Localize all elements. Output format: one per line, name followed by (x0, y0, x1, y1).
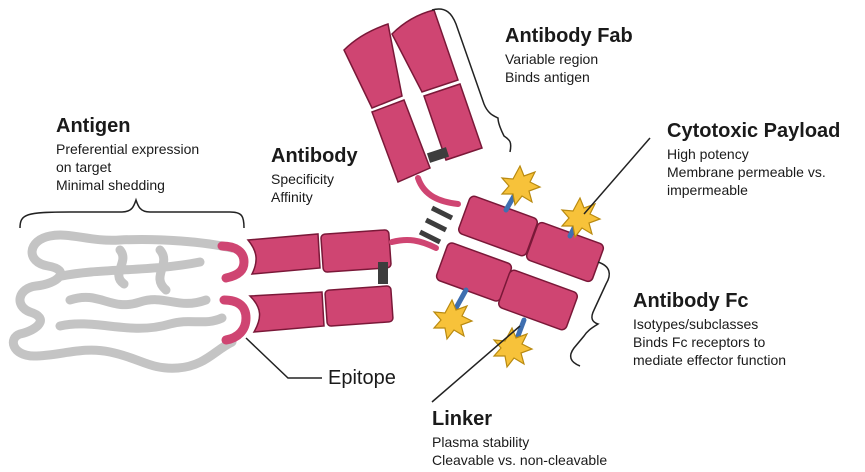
fc-line-1: Isotypes/subclasses (633, 316, 759, 332)
payload-leader (583, 137, 651, 215)
epitope-leader (245, 337, 322, 379)
linker-line-2: Cleavable vs. non-cleavable (432, 452, 608, 468)
left-fab-domain-4 (324, 285, 394, 327)
antibody-label: Antibody Specificity Affinity (271, 144, 358, 206)
fc-lower-domain-2 (497, 269, 579, 331)
linker-line-1: Plasma stability (432, 434, 530, 450)
hinge-top (415, 175, 461, 207)
left-fab-domain-1 (246, 233, 321, 275)
fab-bracket (431, 8, 512, 153)
antibody-line-1: Specificity (271, 171, 335, 187)
fc-upper-domain-2 (525, 221, 605, 283)
top-fab-domain-3 (391, 9, 459, 93)
fc-title: Antibody Fc (633, 290, 749, 312)
fab-line-1: Variable region (505, 51, 599, 67)
antigen-label: Antigen Preferential expression on targe… (56, 114, 199, 194)
antigen-title: Antigen (56, 115, 131, 137)
top-fab-disulfide (426, 147, 450, 163)
left-fab-domain-3 (248, 291, 325, 333)
epitope-lower (219, 295, 251, 345)
antigen-chain (8, 230, 237, 373)
fc-bracket (569, 261, 611, 367)
epitope-label: Epitope (328, 367, 396, 389)
antigen-line-3: Minimal shedding (56, 177, 165, 193)
linker-4 (515, 317, 527, 339)
payload-star-2 (560, 196, 602, 239)
top-fab-domain-1 (343, 23, 403, 109)
payload-line-3: impermeable (667, 182, 748, 198)
left-fab-arm (246, 229, 394, 333)
hinge-disulfides (418, 205, 454, 245)
payload-star-3 (432, 298, 474, 341)
fc-line-3: mediate effector function (633, 352, 787, 368)
payload-line-1: High potency (667, 146, 749, 162)
payloads (432, 164, 602, 369)
linker-leader (431, 325, 521, 403)
left-fab-domain-2 (320, 229, 392, 273)
top-fab-domain-2 (371, 99, 431, 184)
antigen-line-2: on target (56, 159, 112, 175)
fc-upper-domain-1 (457, 195, 539, 257)
linker-label: Linker Plasma stability Cleavable vs. no… (432, 407, 607, 469)
antibody-title: Antibody (271, 145, 358, 167)
fab-label: Antibody Fab Variable region Binds antig… (505, 24, 633, 86)
antigen-bracket (19, 197, 245, 229)
linker-title: Linker (432, 408, 493, 430)
left-fab-disulfide (378, 262, 388, 284)
payload-star-4 (492, 326, 534, 369)
hinge-left (389, 237, 439, 251)
fc-label: Antibody Fc Isotypes/subclasses Binds Fc… (633, 289, 786, 369)
antigen-line-1: Preferential expression (56, 141, 200, 157)
fab-line-2: Binds antigen (505, 69, 590, 85)
linker-3 (453, 287, 469, 311)
linker-1 (503, 193, 517, 213)
epitope-upper (217, 241, 249, 283)
fc-line-2: Binds Fc receptors to (633, 334, 766, 350)
payload-title: Cytotoxic Payload (667, 120, 841, 142)
payload-label: Cytotoxic Payload High potency Membrane … (667, 119, 840, 199)
top-fab-domain-4 (423, 83, 483, 161)
fab-title: Antibody Fab (505, 25, 633, 47)
payload-line-2: Membrane permeable vs. (667, 164, 826, 180)
payload-star-1 (500, 164, 542, 207)
top-fab-arm (343, 9, 483, 184)
antigen-loop-a (55, 245, 227, 333)
antibody-line-2: Affinity (271, 189, 313, 205)
fc-lower-domain-1 (435, 242, 513, 302)
